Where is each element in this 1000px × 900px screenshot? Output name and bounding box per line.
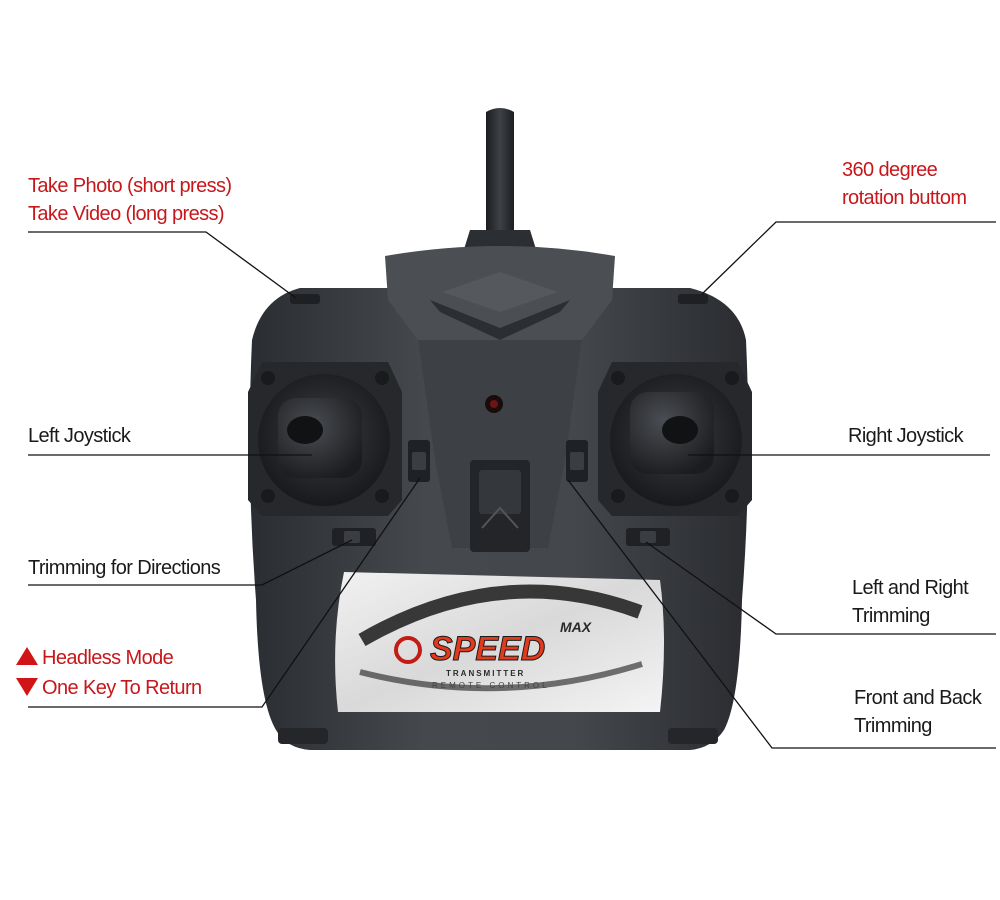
up-triangle-icon — [16, 646, 38, 665]
brand-caption: REMOTE CONTROL — [432, 681, 550, 690]
headless-mode-text: Headless Mode — [42, 647, 174, 669]
one-key-return-text: One Key To Return — [42, 677, 202, 699]
lr-trimming-label-line1: Left and Right — [852, 577, 969, 599]
take-photo-label: Take Photo (short press) — [28, 175, 232, 197]
fb-trimming-label-line2: Trimming — [854, 715, 932, 737]
fb-trimming-callout-line — [567, 479, 996, 749]
speed-sticker: SPEED MAX TRANSMITTER REMOTE CONTROL — [335, 572, 664, 712]
brand-subtitle: TRANSMITTER — [446, 669, 525, 678]
trimming-directions-callout-line — [28, 539, 353, 586]
fb-trimming-label-line1: Front and Back — [854, 687, 982, 709]
trimming-directions-label: Trimming for Directions — [28, 557, 221, 579]
right-joystick-gimbal — [598, 362, 752, 516]
antenna — [460, 108, 540, 262]
lr-trimming-callout-line — [645, 541, 996, 635]
headless-callout-line — [28, 477, 421, 708]
rotation-callout-line — [701, 221, 996, 295]
left-joystick-gimbal — [248, 362, 402, 516]
brand-name: SPEED — [430, 630, 545, 668]
trim-switches — [332, 440, 670, 546]
left-joystick-label: Left Joystick — [28, 425, 131, 447]
photo-video-callout-line — [28, 231, 297, 299]
down-triangle-icon — [16, 677, 38, 696]
brand-badge: MAX — [560, 619, 593, 635]
headless-mode-label: Headless Mode — [16, 644, 174, 672]
one-key-return-label: One Key To Return — [16, 674, 202, 702]
lr-trimming-label-line2: Trimming — [852, 605, 930, 627]
rotation-label-line2: rotation buttom — [842, 187, 967, 209]
rotation-label-line1: 360 degree — [842, 159, 938, 181]
right-joystick-label: Right Joystick — [848, 425, 964, 447]
take-video-label: Take Video (long press) — [28, 203, 225, 225]
callout-lines — [28, 221, 996, 749]
